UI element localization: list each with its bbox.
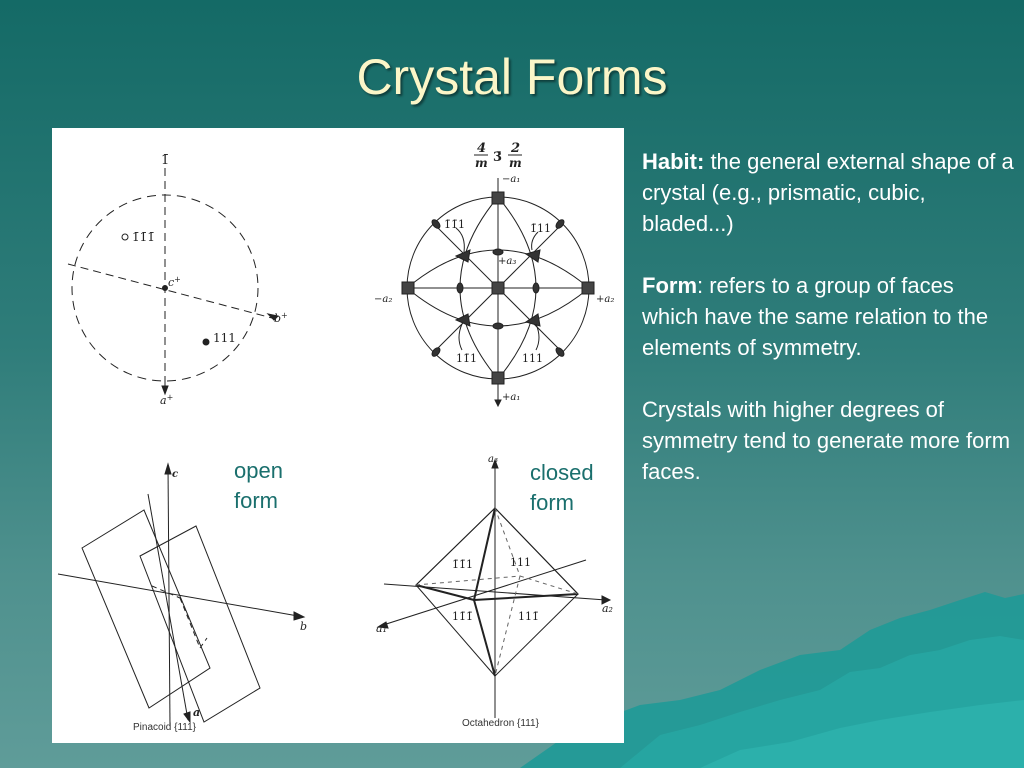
stereo2-pos-a2: +a₂ — [596, 294, 614, 305]
octahedron-caption: Octahedron {111} — [462, 718, 540, 729]
closed-form-label: closed form — [530, 458, 594, 518]
form-term: Form — [642, 273, 697, 298]
pinacoid-axis-a: a — [193, 706, 200, 719]
pinacoid-axis-c: c — [172, 469, 178, 480]
stereo1-symmetry: 1̄ — [161, 153, 169, 168]
octahedron-face-ur: 111 — [510, 556, 531, 569]
stereo2-face-ll: 11̄1 — [456, 352, 477, 365]
habit-paragraph: Habit: the general external shape of a c… — [642, 146, 1014, 239]
stereo1-pole-lower: 111 — [213, 331, 236, 345]
stereo2-sym-3: 3̄ — [493, 150, 502, 165]
form-paragraph: Form: refers to a group of faces which h… — [642, 270, 1014, 363]
stereo2-face-lr: 111 — [522, 352, 543, 365]
closed-form-label-line2: form — [530, 490, 574, 515]
open-form-label-line2: form — [234, 488, 278, 513]
pinacoid-caption: Pinacoid {111} — [133, 722, 197, 733]
octahedron-face-ll: 11̄1̄ — [452, 610, 473, 623]
octahedron-axis-a1: a₁ — [376, 622, 387, 635]
open-form-label-line1: open — [234, 458, 283, 483]
stereo2-pos-a3: +a₃ — [498, 256, 516, 267]
octahedron-axis-a2: a₂ — [602, 602, 613, 615]
stereo2-pos-a1: +a₁ — [502, 392, 520, 403]
closed-form-label-line1: closed — [530, 460, 594, 485]
stereo2-face-ur: 1̄11 — [530, 222, 551, 235]
pinacoid-axis-b: b — [300, 620, 307, 633]
slide-title: Crystal Forms — [356, 49, 668, 105]
crystal-figure: 1̄ 1̄1̄1̄ 111 c+ b+ a+ — [52, 128, 624, 743]
octahedron-axis-a3: a₃ — [488, 454, 498, 465]
stereo2-face-ul: 1̄1̄1 — [444, 218, 465, 231]
crystal-diagrams: 1̄ 1̄1̄1̄ 111 c+ b+ a+ — [57, 141, 614, 733]
stereo1-axis-a: a+ — [160, 393, 173, 407]
stereogram-triclinic — [67, 168, 280, 396]
stereo2-neg-a2: −a₂ — [374, 294, 392, 305]
stereo2-sym-4: 4 — [477, 141, 486, 156]
form-text: : refers to a group of faces which have … — [642, 273, 989, 360]
stereo2-neg-a1: −a₁ — [502, 174, 520, 185]
stereo2-sym-2: 2 — [510, 141, 520, 156]
octahedron-face-ul: 1̄1̄1 — [452, 558, 473, 571]
stereo1-axis-b: b+ — [274, 311, 288, 325]
symmetry-paragraph: Crystals with higher degrees of symmetry… — [642, 397, 1011, 484]
open-form-label: open form — [234, 456, 283, 516]
pinacoid-drawing — [57, 462, 306, 727]
stereo2-sym-m2: m — [509, 156, 522, 170]
text-panel: Habit: the general external shape of a c… — [642, 146, 1014, 518]
octahedron-drawing — [376, 458, 612, 718]
stereogram-isometric — [401, 178, 595, 408]
stereo2-sym-m1: m — [475, 156, 488, 170]
stereo1-axis-c: c+ — [168, 275, 181, 289]
stereo1-pole-upper: 1̄1̄1̄ — [132, 230, 155, 244]
octahedron-face-lr: 111̄ — [518, 610, 539, 623]
habit-text: the general external shape of a crystal … — [642, 149, 1014, 236]
habit-term: Habit: — [642, 149, 705, 174]
